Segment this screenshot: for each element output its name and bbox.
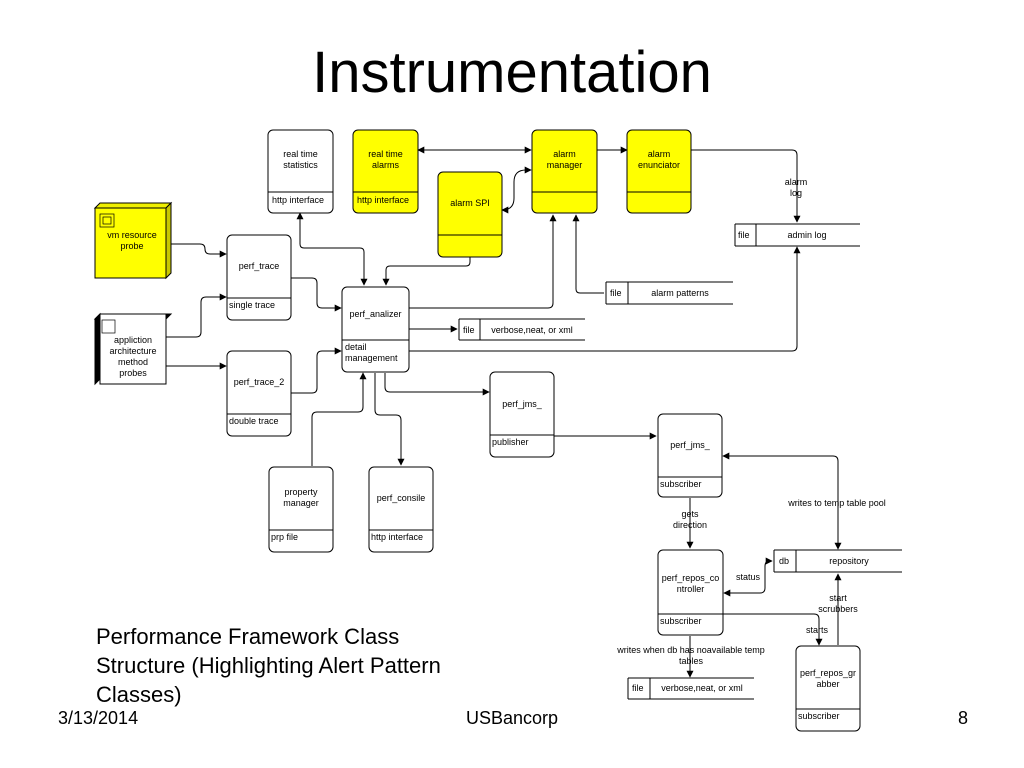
store-name: admin log [787, 230, 826, 240]
class-footer: subscriber [798, 711, 840, 721]
footer-organization: USBancorp [465, 708, 559, 728]
datastore-admin-log: file admin log [734, 223, 860, 247]
class-footer: http interface [272, 195, 324, 205]
diagram-caption: Performance Framework Class Structure (H… [96, 624, 441, 707]
store-name: verbose,neat, or xml [491, 325, 573, 335]
store-name: verbose,neat, or xml [661, 683, 743, 693]
class-footer: single trace [229, 300, 275, 310]
edge-label-starts: starts [806, 625, 829, 635]
edge-trace-analizer [291, 277, 342, 312]
class-footer: http interface [357, 195, 409, 205]
datastore-alarm-patterns: file alarm patterns [605, 281, 733, 305]
footer-date: 3/13/2014 [58, 708, 139, 728]
edge-repository-controller [723, 557, 773, 597]
class-footer: subscriber [660, 616, 702, 626]
edge-subscriber-repository [722, 452, 842, 550]
datastore-verbose-output-2: file verbose,neat, or xml [627, 677, 754, 700]
class-box-perf-consile: perf_consile http interface [368, 466, 434, 553]
class-footer: double trace [229, 416, 279, 426]
edge-label-status: status [736, 572, 761, 582]
footer-page-number: 8 [957, 708, 968, 728]
class-box-perf-trace: perf_trace single trace [226, 234, 292, 321]
edge-alarm-spi-manager [501, 166, 532, 214]
edge-analizer-consile [374, 373, 405, 466]
edge-statistics-analizer [296, 212, 368, 286]
edge-patterns-manager [572, 214, 604, 294]
edge-property-analizer [311, 372, 367, 466]
class-box-perf-jms-publisher: perf_jms_ publisher [489, 371, 555, 458]
store-type: file [463, 325, 475, 335]
class-footer: prp file [271, 532, 298, 542]
class-name: perf_trace_2 [234, 377, 285, 387]
edge-vmprobe-trace [166, 243, 227, 258]
store-type: file [610, 288, 622, 298]
slide-title: Instrumentation [312, 40, 712, 105]
class-name: alarm SPI [450, 198, 490, 208]
class-footer: subscriber [660, 479, 702, 489]
class-footer: publisher [492, 437, 529, 447]
store-name: repository [829, 556, 869, 566]
edge-analizer-jms-publisher [384, 373, 490, 396]
class-name: perf_analizer [349, 309, 401, 319]
edge-controller-grabber [723, 613, 823, 646]
class-name: perf_jms_ [502, 399, 543, 409]
store-type: file [738, 230, 750, 240]
class-name: perf_consile [377, 493, 426, 503]
class-box-perf-trace-2: perf_trace_2 double trace [226, 350, 292, 437]
edge-enunciator-adminlog [691, 149, 801, 223]
edge-appprobe-trace [166, 293, 227, 338]
store-type: file [632, 683, 644, 693]
class-name: perf_jms_ [670, 440, 711, 450]
class-footer: http interface [371, 532, 423, 542]
edge-trace2-analizer [291, 347, 342, 394]
datastore-repository: db repository [773, 549, 902, 573]
edge-label-writes-temp-pool: writes to temp table pool [787, 498, 886, 508]
edge-analizer-adminlog [409, 246, 801, 352]
class-box-alarm-spi: alarm SPI [437, 171, 503, 258]
datastore-verbose-output-1: file verbose,neat, or xml [458, 318, 585, 341]
edge-alarm-spi-analizer [382, 257, 471, 286]
class-box-perf-jms-subscriber: perf_jms_ subscriber [657, 413, 723, 498]
edge-analizer-manager [409, 214, 557, 309]
class-name: perf_trace [239, 261, 280, 271]
store-type: db [779, 556, 789, 566]
store-name: alarm patterns [651, 288, 709, 298]
